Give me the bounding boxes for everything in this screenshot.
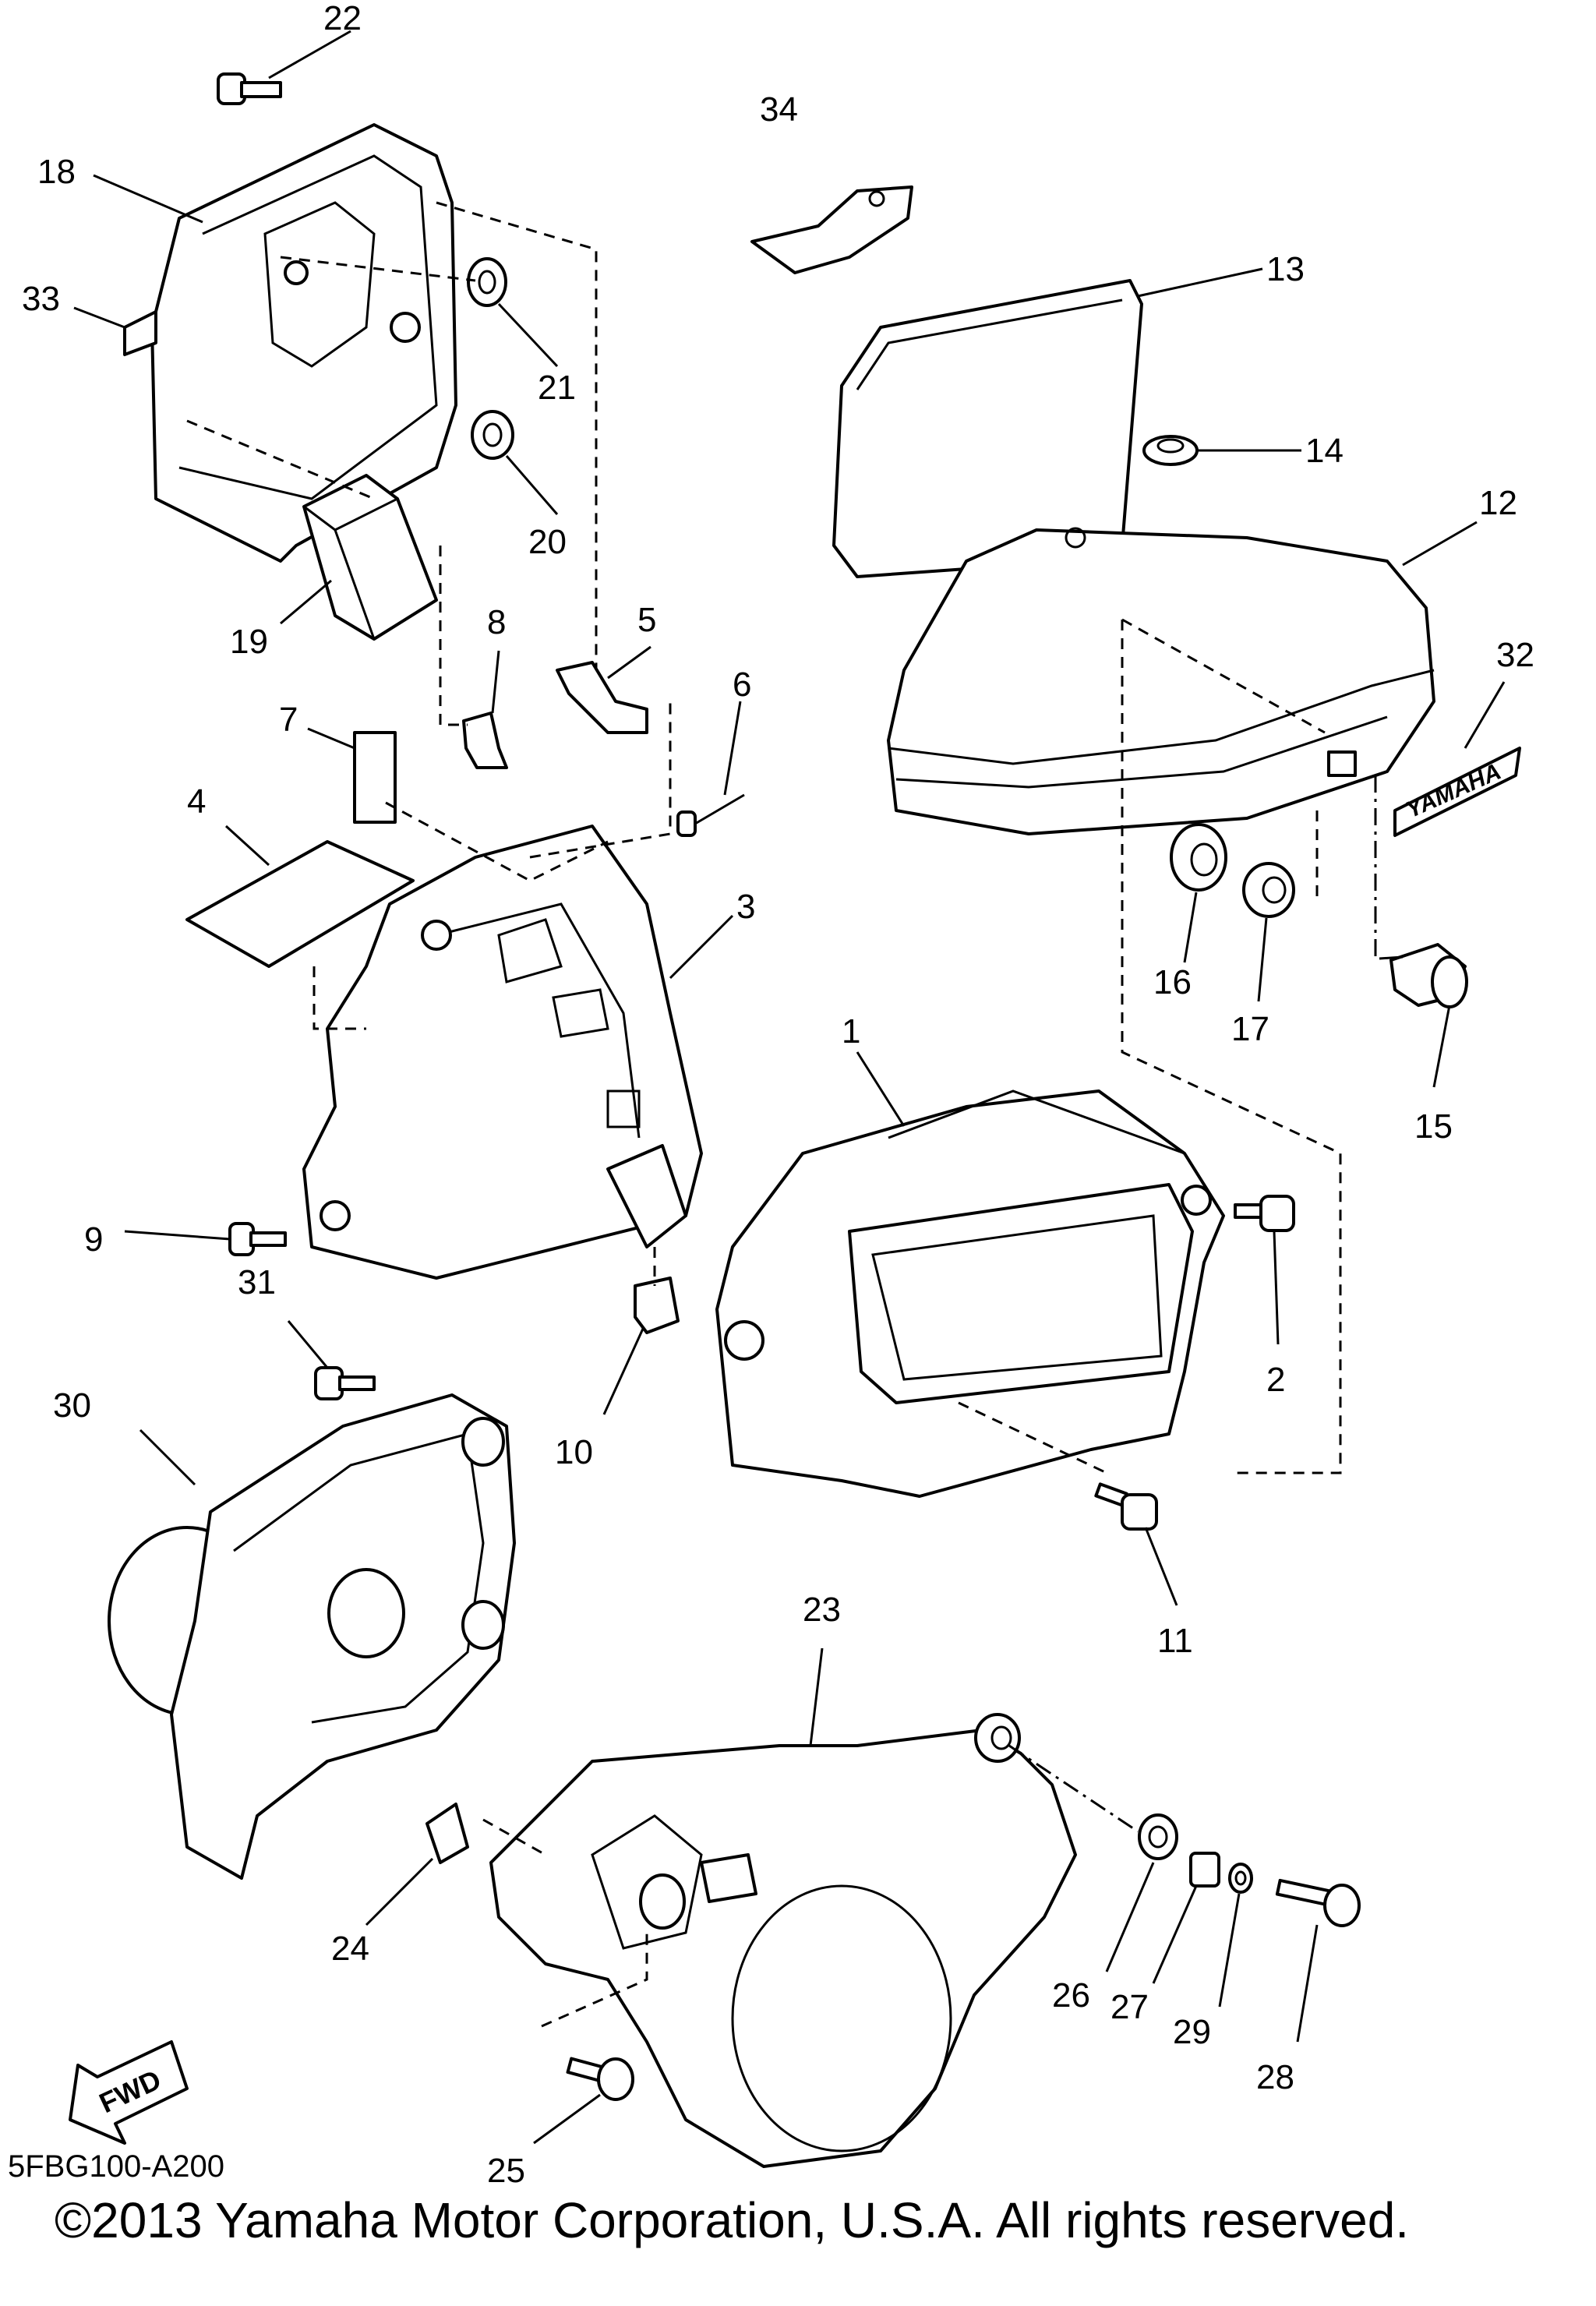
callout-28: 28 [1256, 2058, 1294, 2096]
part-15-lock [1379, 943, 1468, 1008]
part-28-bolt [1275, 1878, 1361, 1927]
part-32-emblem: YAMAHA [1393, 747, 1521, 837]
callout-9: 9 [84, 1220, 103, 1259]
part-18-side-cover [150, 123, 457, 563]
callout-24: 24 [331, 1930, 369, 1968]
callout-2: 2 [1266, 1361, 1285, 1399]
callout-22: 22 [323, 0, 362, 37]
callout-15: 15 [1414, 1107, 1453, 1146]
part-8-clip [462, 712, 508, 769]
part-33-label [123, 310, 157, 356]
assembly-lines [186, 201, 1377, 2028]
callout-32: 32 [1496, 636, 1534, 674]
part-4-pad [185, 840, 415, 968]
part-12-side-cover [887, 527, 1435, 835]
part-11-bolt [1094, 1482, 1158, 1531]
part-31-bolt [314, 1366, 376, 1400]
part-14-grommet [1142, 435, 1199, 466]
callouts: 22 18 33 21 20 19 8 5 6 7 4 3 9 10 31 30… [22, 0, 1534, 2190]
callout-34: 34 [760, 90, 798, 129]
callout-8: 8 [487, 603, 506, 641]
fwd-arrow-icon: FWD [69, 2040, 189, 2145]
part-27-collar [1189, 1852, 1220, 1888]
part-22-screw [217, 72, 282, 105]
callout-30: 30 [53, 1386, 91, 1425]
callout-33: 33 [22, 280, 60, 318]
callout-1: 1 [842, 1012, 860, 1051]
callout-7: 7 [279, 701, 298, 739]
callout-19: 19 [230, 623, 268, 661]
callout-25: 25 [487, 2152, 525, 2190]
callout-10: 10 [555, 1433, 593, 1471]
diagram-code: 5FBG100-A200 [8, 2149, 224, 2184]
part-1-air-box [715, 1089, 1225, 1498]
part-23-lower-cover [489, 1713, 1077, 2168]
part-5-bracket [556, 661, 648, 734]
callout-17: 17 [1231, 1010, 1269, 1048]
copyright-notice: ©2013 Yamaha Motor Corporation, U.S.A. A… [55, 2192, 1410, 2248]
part-7-pad [353, 731, 397, 824]
part-21-grommet [467, 257, 507, 307]
callout-29: 29 [1173, 2013, 1211, 2051]
callout-20: 20 [528, 523, 567, 561]
callout-11: 11 [1157, 1622, 1193, 1660]
callout-31: 31 [238, 1263, 276, 1301]
part-16-grommet [1170, 823, 1227, 892]
callout-13: 13 [1266, 250, 1305, 288]
callout-14: 14 [1305, 432, 1344, 470]
callout-12: 12 [1479, 484, 1517, 522]
callout-27: 27 [1110, 1988, 1149, 2026]
callout-18: 18 [37, 153, 76, 191]
brand-label: YAMAHA [1402, 759, 1505, 824]
part-34-bracket [750, 185, 913, 274]
callout-4: 4 [187, 782, 206, 821]
part-9-bolt [228, 1222, 287, 1256]
part-26-grommet [1138, 1813, 1178, 1860]
part-25-bolt [566, 2057, 634, 2101]
part-30-case-cover [108, 1393, 516, 1880]
part-19-foam [302, 474, 438, 641]
part-24-seal [425, 1803, 469, 1864]
callout-5: 5 [637, 601, 656, 639]
part-3-bracket [302, 825, 703, 1280]
part-2-bolt [1234, 1195, 1295, 1232]
part-6-rivet [676, 793, 745, 837]
part-20-grommet [471, 410, 514, 460]
callout-3: 3 [736, 888, 755, 926]
part-17-grommet [1242, 862, 1295, 918]
callout-16: 16 [1153, 963, 1192, 1001]
callout-26: 26 [1052, 1976, 1090, 2015]
leader-lines [73, 30, 1506, 2145]
part-10-clip [634, 1277, 680, 1334]
part-29-washer [1228, 1863, 1253, 1894]
callout-21: 21 [538, 369, 576, 407]
callout-23: 23 [803, 1591, 841, 1629]
callout-6: 6 [733, 666, 751, 704]
